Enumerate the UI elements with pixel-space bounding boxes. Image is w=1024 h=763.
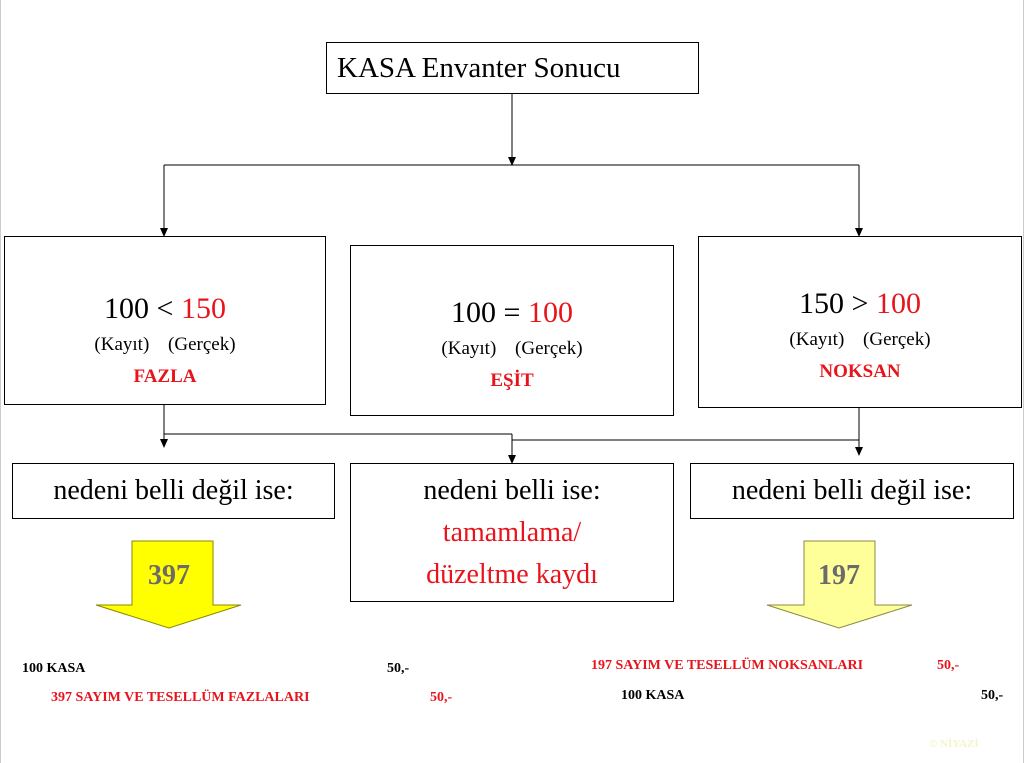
record-label: (Kayıt)	[789, 329, 845, 350]
entry-right-debit-amount: 50,-	[937, 658, 960, 673]
outcome-middle: nedeni belli ise: tamamlama/ düzeltme ka…	[350, 463, 674, 602]
entry-left-credit-amount: 50,-	[430, 690, 453, 705]
record-label: (Kayıt)	[94, 334, 150, 355]
title-box: KASA Envanter Sonucu	[326, 42, 699, 94]
entry-left-credit-account: 397 SAYIM VE TESELLÜM FAZLALARI	[51, 690, 310, 705]
arrow-397	[95, 540, 242, 629]
case-box-noksan: 150 > 100 (Kayıt) (Gerçek) NOKSAN	[698, 236, 1022, 408]
arrow-397-label: 397	[148, 560, 190, 591]
entry-left-debit-account: 100 KASA	[22, 661, 86, 676]
watermark: © NİYAZİ	[929, 738, 979, 750]
operator: <	[156, 292, 174, 325]
actual-label: (Gerçek)	[168, 334, 236, 355]
record-value: 100	[451, 296, 497, 329]
result-label: NOKSAN	[819, 361, 901, 382]
outcome-right: nedeni belli değil ise:	[690, 463, 1014, 519]
operator: >	[851, 287, 869, 320]
record-label: (Kayıt)	[441, 338, 497, 359]
outcome-middle-line2: tamamlama/	[442, 517, 582, 548]
entry-right-debit-account: 197 SAYIM VE TESELLÜM NOKSANLARI	[591, 658, 864, 673]
result-label: FAZLA	[133, 366, 197, 387]
arrow-197-label: 197	[818, 560, 860, 591]
entry-right-credit-account: 100 KASA	[621, 688, 685, 703]
entry-left-debit-amount: 50,-	[387, 661, 410, 676]
outcome-middle-line3: düzeltme kaydı	[426, 559, 598, 590]
arrowheads	[160, 157, 863, 464]
entry-right-credit-amount: 50,-	[981, 688, 1004, 703]
arrow-197	[766, 540, 913, 629]
actual-value: 150	[180, 292, 226, 325]
operator: =	[503, 296, 521, 329]
case-box-fazla: 100 < 150 (Kayıt) (Gerçek) FAZLA	[4, 236, 326, 405]
case-box-esit: 100 = 100 (Kayıt) (Gerçek) EŞİT	[350, 245, 674, 416]
actual-label: (Gerçek)	[515, 338, 583, 359]
actual-label: (Gerçek)	[863, 329, 931, 350]
actual-value: 100	[875, 287, 921, 320]
actual-value: 100	[527, 296, 573, 329]
record-value: 100	[104, 292, 150, 325]
record-value: 150	[799, 287, 845, 320]
result-label: EŞİT	[490, 370, 534, 391]
outcome-left: nedeni belli değil ise:	[12, 463, 335, 519]
outcome-middle-line1: nedeni belli ise:	[423, 475, 601, 506]
